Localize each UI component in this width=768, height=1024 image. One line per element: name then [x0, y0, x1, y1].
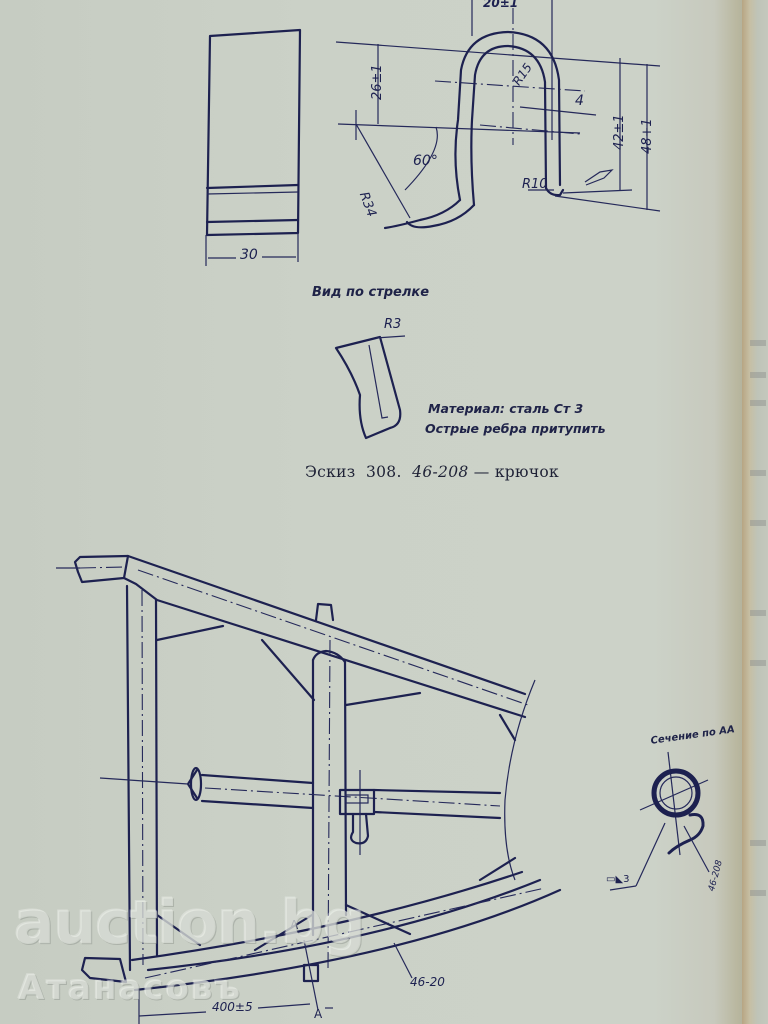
arrow-view-profile: [334, 335, 406, 440]
caption-dash: —: [473, 463, 490, 481]
height-48-dim-label: 48+1: [640, 118, 655, 154]
side-view: [205, 28, 302, 266]
next-page-text: [750, 470, 766, 476]
caption-prefix: Эскиз: [305, 463, 356, 481]
next-page-text: [750, 840, 766, 846]
length-dim-label: 400±5: [212, 1000, 253, 1014]
watermark-seller: Атанасовъ: [18, 968, 242, 1008]
caption-name: крючок: [494, 463, 559, 481]
next-page-text: [750, 890, 766, 896]
r10-dim-label: R10: [522, 177, 548, 192]
edges-note: Острые ребра притупить: [425, 421, 606, 436]
caption-part-number: 46-208: [412, 463, 469, 481]
next-page-text: [750, 400, 766, 406]
caption-number: 308.: [365, 463, 402, 481]
height-42-dim-label: 42±1: [612, 114, 627, 150]
top-cut-dim-label: 20±1: [483, 0, 519, 10]
section-mark-top: A: [290, 918, 299, 932]
next-page-text: [750, 372, 766, 378]
r3-dim-label: R3: [384, 317, 402, 332]
weld-symbol: ▭◣3: [606, 874, 630, 885]
material-note: Материал: сталь Ст 3: [428, 401, 584, 416]
next-page-text: [750, 610, 766, 616]
watermark-site: auction.bg: [14, 888, 366, 958]
next-page-text: [750, 520, 766, 526]
section-mark-bottom: A: [314, 1007, 323, 1021]
arrow-view-title: Вид по стрелке: [312, 285, 430, 300]
angle-dim-label: 60°: [413, 153, 438, 169]
width-dim-label: 30: [240, 247, 258, 263]
book-gutter: [742, 0, 768, 1024]
frame-assembly: [56, 554, 562, 1024]
section-aa-detail: [609, 751, 710, 891]
sketch-caption: Эскиз 308. 46-208 — крючок: [305, 463, 559, 481]
height-26-dim-label: 26±1: [370, 64, 385, 100]
hook-profile: [335, 0, 661, 230]
thickness-dim-label: 4: [575, 93, 584, 109]
frame-part-ref: 46-20: [410, 975, 445, 989]
next-page-text: [750, 340, 766, 346]
next-page-text: [750, 660, 766, 666]
